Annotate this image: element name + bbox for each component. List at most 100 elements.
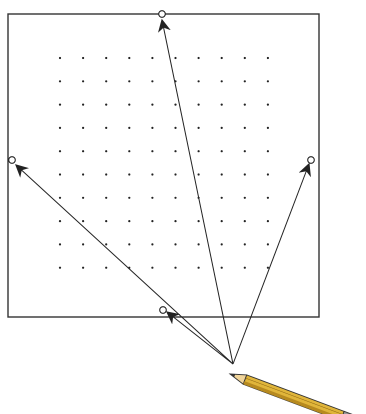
grid-dot [105,220,108,223]
grid-dot [58,103,62,106]
pencil-ferrule [340,410,354,414]
grid-dot [243,266,246,269]
grid-dot [197,220,200,223]
grid-dot [105,243,108,246]
grid-dot [105,150,108,153]
grid-dot [266,103,269,106]
target-circle-bottom [159,306,167,314]
grid-dot [151,173,154,176]
grid-dot [151,80,154,83]
target-circle-top [158,10,166,18]
vector-to-right [232,162,311,365]
grid-dot [105,196,108,199]
grid-dot [220,173,223,176]
grid-dot [174,243,177,246]
grid-dot [243,220,246,223]
grid-dot [243,173,246,176]
grid-dot [174,150,177,153]
grid-dot [58,126,62,129]
grid-dot [266,243,269,246]
grid-dot [82,266,85,269]
grid-dot [105,56,108,60]
grid-dot [197,80,200,83]
grid-dot [174,220,177,223]
grid-dot [266,56,269,60]
grid-dot [151,103,154,106]
grid-dot [82,103,85,106]
grid-dot [128,126,131,129]
grid-dot [82,80,85,83]
grid-dot [151,126,154,129]
grid-dot [243,196,246,199]
grid-dot [220,56,223,60]
grid-dot [174,103,177,106]
grid-dot [105,173,108,176]
grid-dot [105,103,108,106]
vector-to-top [157,18,234,365]
grid-dot [197,56,200,60]
grid-dot [128,150,131,153]
board-frame [7,13,320,318]
grid-dot [266,173,269,176]
pencil-icon [228,373,354,414]
grid-dot [151,150,154,153]
grid-dot [174,266,177,269]
grid-dot [174,173,177,176]
target-circle-right [307,156,315,164]
grid-dot [128,103,131,106]
grid-dot [151,243,154,246]
grid-dot [220,80,223,83]
grid-dot [82,243,85,246]
pencil-lead [230,374,236,378]
grid-dot [243,126,246,129]
grid-dot [220,150,223,153]
vector-lines [15,18,311,365]
grid-dot [266,196,269,199]
vector-to-bottom [165,311,234,365]
grid-dot [220,266,223,269]
grid-dot [128,243,131,246]
grid-dot [82,126,85,129]
grid-dot [266,80,269,83]
grid-dot [220,243,223,246]
grid-dot [266,220,269,223]
grid-dot [128,56,131,60]
grid-dot [197,173,200,176]
grid-dot [105,266,108,269]
grid-dot [82,220,85,223]
grid-dot [174,56,177,60]
grid-dot [58,173,62,176]
grid-dot [151,56,154,60]
grid-dot [82,56,85,60]
grid-dot [82,150,85,153]
pencil-body-shadow [243,381,342,414]
grid-dot [220,126,223,129]
grid-dot [105,126,108,129]
grid-dot [128,80,131,83]
grid-dot [58,150,62,153]
grid-dot [58,56,62,60]
grid-dot [197,266,200,269]
grid-dot [151,220,154,223]
target-circle-left [8,156,16,164]
grid-dot [243,103,246,106]
grid-dot [58,220,62,223]
grid-dot [266,150,269,153]
grid-dot [266,126,269,129]
grid-dot [174,196,177,199]
pencil-body [242,374,345,414]
grid-dot [243,150,246,153]
grid-dot [266,266,269,269]
vector-to-left [15,164,234,365]
grid-dot [220,103,223,106]
grid-dot [58,266,62,269]
grid-dot [82,196,85,199]
grid-dot [243,80,246,83]
grid-dot [197,126,200,129]
grid-dot [197,150,200,153]
grid-dot [220,196,223,199]
grid-dot [105,80,108,83]
grid-dot [82,173,85,176]
grid-dot [197,103,200,106]
